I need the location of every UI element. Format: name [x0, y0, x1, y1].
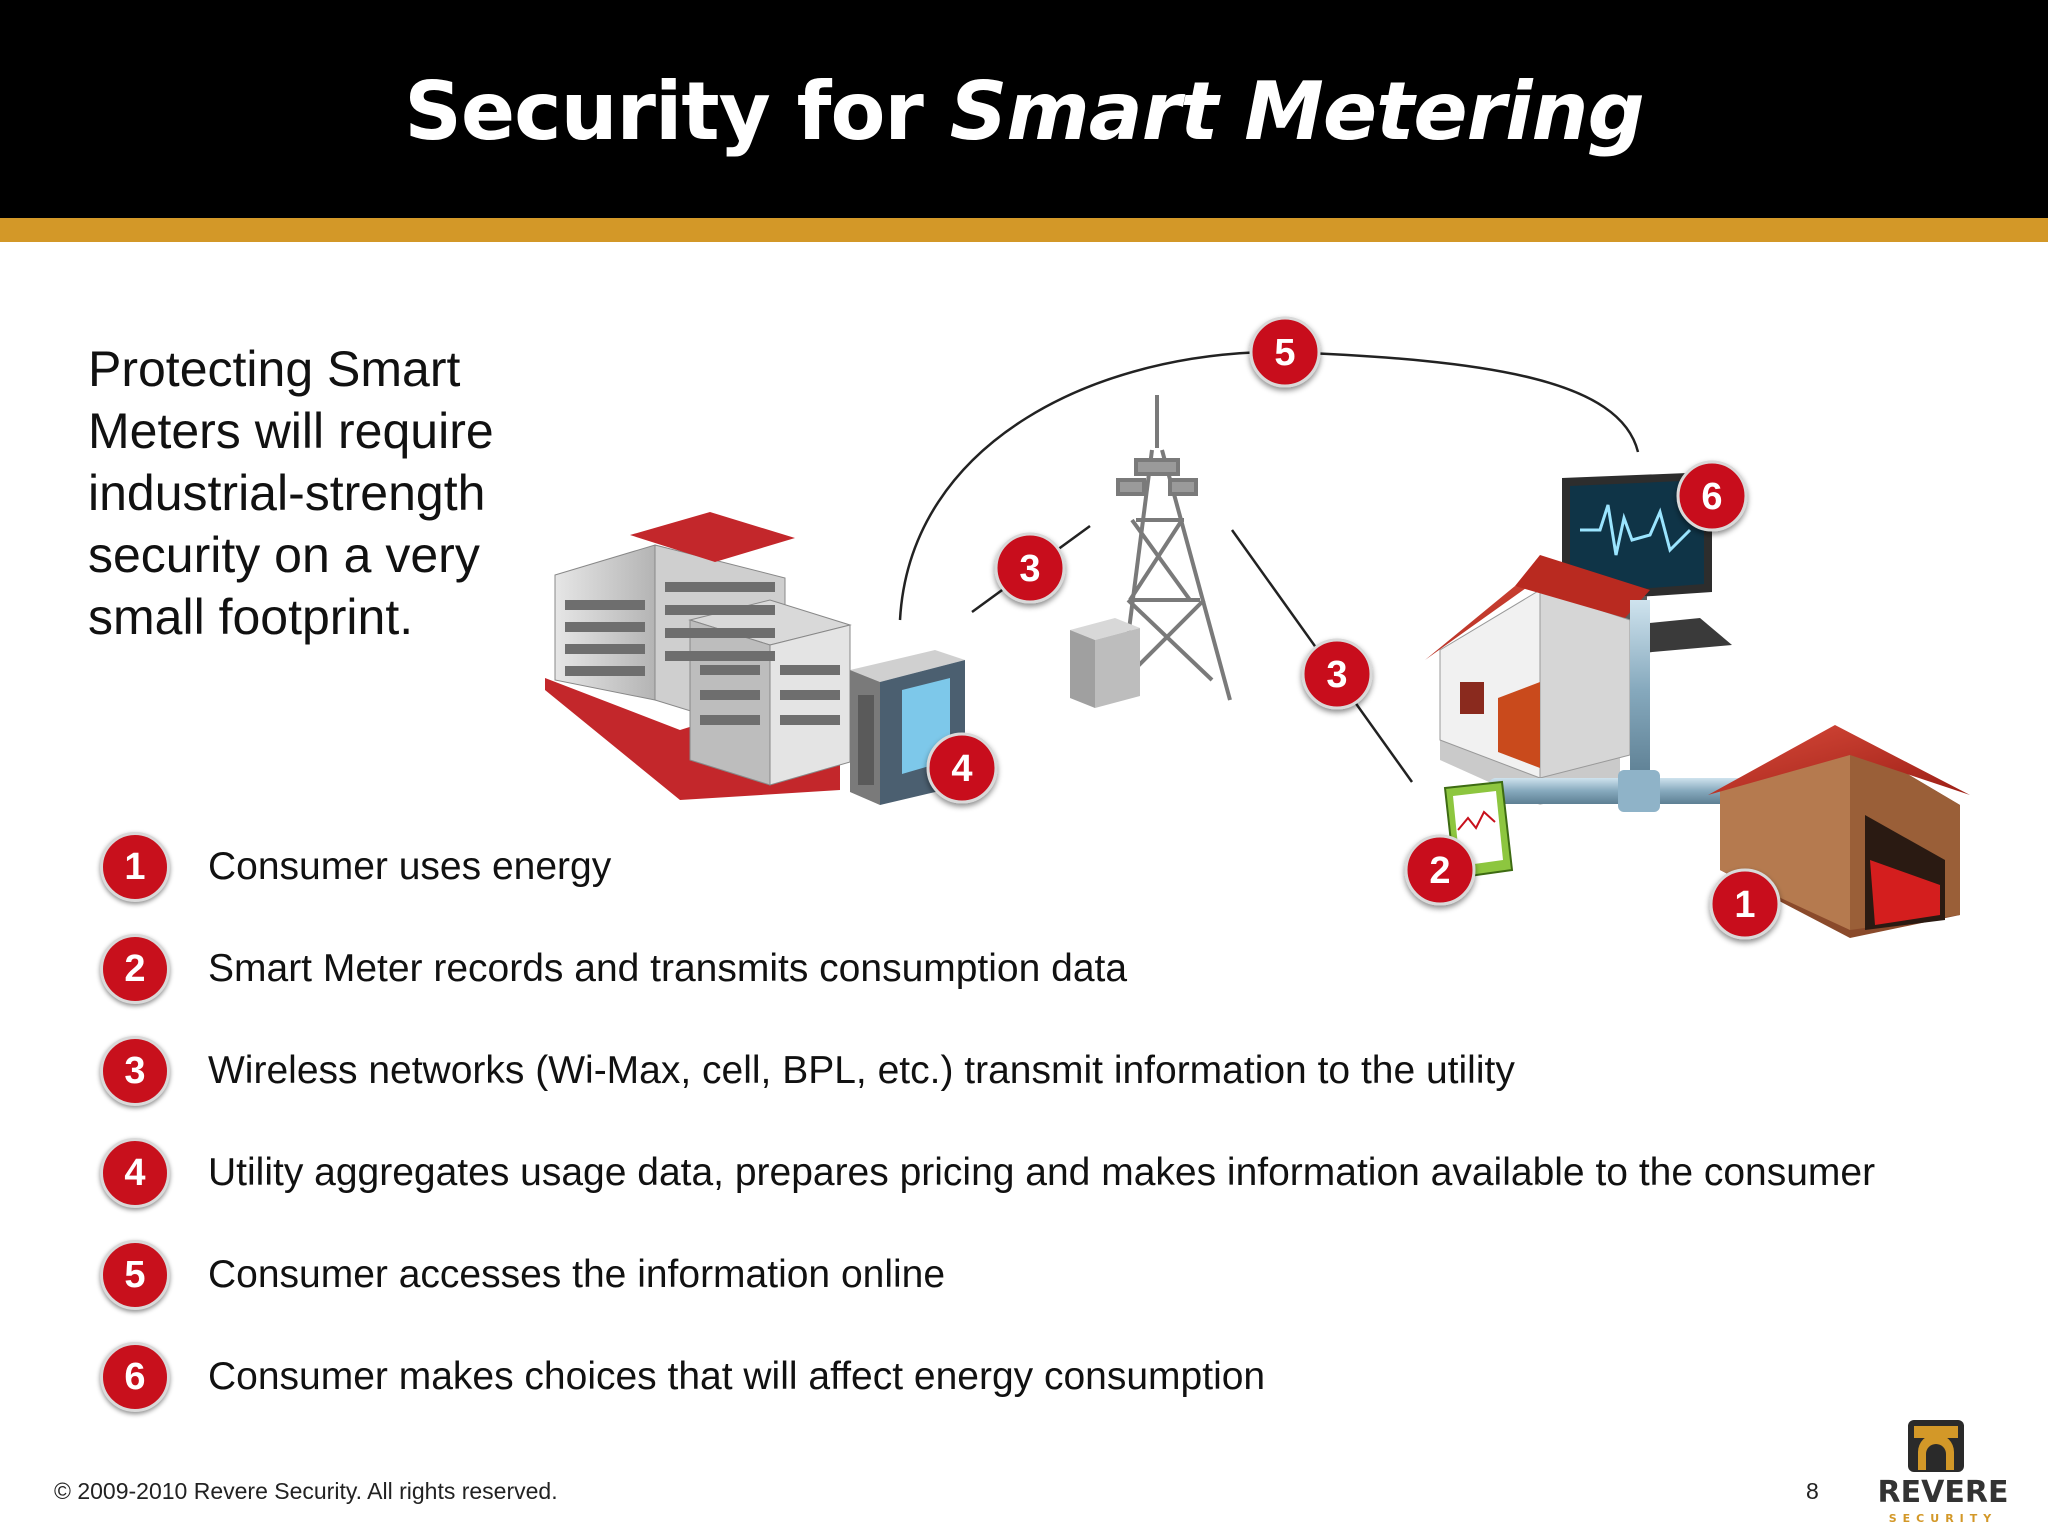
badge-3-left-label: 3: [1019, 548, 1040, 590]
house-icon: [1425, 555, 1650, 805]
accent-stripe: [0, 218, 2048, 242]
legend-item: 3 Wireless networks (Wi-Max, cell, BPL, …: [100, 1036, 1980, 1138]
badge-4-label: 4: [951, 748, 972, 790]
badge-4: 4: [926, 732, 998, 804]
legend-text: Utility aggregates usage data, prepares …: [208, 1151, 1876, 1194]
badge-3-right: 3: [1301, 638, 1373, 710]
lead-text: Protecting Smart Meters will require ind…: [88, 341, 494, 645]
logo-wordmark: REVERE: [1878, 1475, 2009, 1510]
badge-1: 1: [1709, 868, 1781, 940]
utility-building-icon: [545, 512, 852, 800]
legend-badge: 4: [100, 1138, 170, 1208]
badge-2-label: 2: [1429, 850, 1450, 892]
badge-1-label: 1: [1734, 884, 1755, 926]
title-plain: Security for: [404, 65, 950, 158]
legend-badge: 2: [100, 934, 170, 1004]
legend-badge: 6: [100, 1342, 170, 1412]
page-number: 8: [1806, 1478, 1819, 1504]
legend-badge: 3: [100, 1036, 170, 1106]
pipe-network-icon: [1488, 600, 1758, 812]
legend-badge: 5: [100, 1240, 170, 1310]
badge-5: 5: [1249, 316, 1321, 388]
monitor-icon: [1562, 472, 1732, 656]
legend-text: Smart Meter records and transmits consum…: [208, 947, 1128, 990]
logo-tagline: SECURITY: [1889, 1512, 1997, 1525]
badge-5-label: 5: [1274, 332, 1295, 374]
legend-item: 1 Consumer uses energy: [100, 832, 1980, 934]
legend-text: Consumer uses energy: [208, 845, 612, 888]
legend-text: Consumer makes choices that will affect …: [208, 1355, 1266, 1398]
legend-item: 4 Utility aggregates usage data, prepare…: [100, 1138, 1980, 1240]
legend-badge: 1: [100, 832, 170, 902]
connection-line-online-right: [1284, 350, 1640, 453]
copyright-text: © 2009-2010 Revere Security. All rights …: [54, 1478, 558, 1504]
legend-list: 1 Consumer uses energy 2 Smart Meter rec…: [100, 832, 1980, 1444]
title-bar: [0, 0, 2048, 218]
badge-3-right-label: 3: [1326, 654, 1347, 696]
legend-item: 5 Consumer accesses the information onli…: [100, 1240, 1980, 1342]
badge-6-label: 6: [1701, 476, 1722, 518]
legend-text: Consumer accesses the information online: [208, 1253, 946, 1296]
legend-text: Wireless networks (Wi-Max, cell, BPL, et…: [208, 1049, 1515, 1092]
equipment-cabinet-icon: [1070, 618, 1140, 708]
title-italic: Smart Metering: [949, 65, 1645, 158]
revere-logo: REVERE SECURITY: [1878, 1420, 2009, 1525]
badge-2: 2: [1404, 834, 1476, 906]
garage-icon: [1708, 725, 1970, 938]
connection-line-online: [898, 350, 1286, 621]
slide-title: Security for Smart Metering: [0, 62, 2048, 162]
badge-3-left: 3: [994, 532, 1066, 604]
smart-meter-diagram: 5 6 3 3 4 2 1: [545, 316, 1970, 940]
legend-item: 2 Smart Meter records and transmits cons…: [100, 934, 1980, 1036]
legend-item: 6 Consumer makes choices that will affec…: [100, 1342, 1980, 1444]
badge-6: 6: [1676, 460, 1748, 532]
